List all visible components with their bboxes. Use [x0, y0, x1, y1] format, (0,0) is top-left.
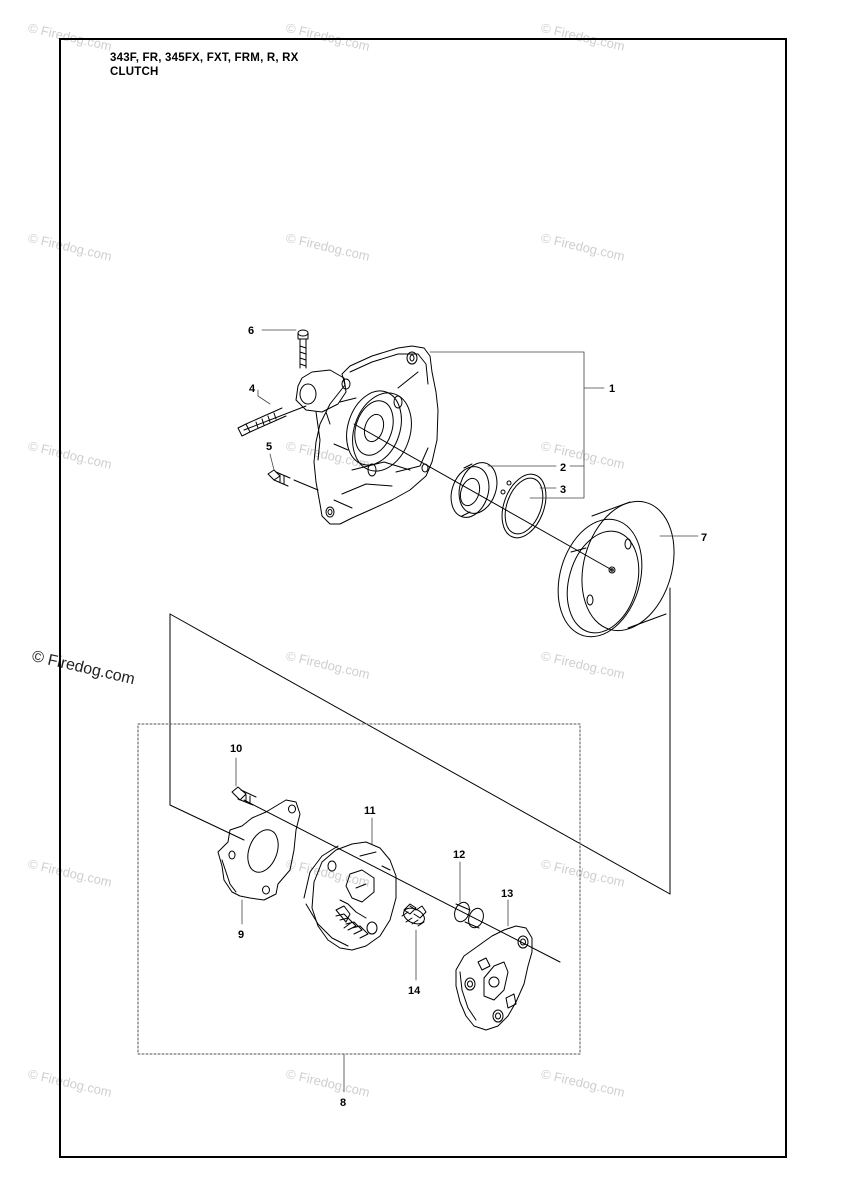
screw-part-5 — [267, 469, 291, 487]
retaining-ring-part-3 — [500, 473, 547, 539]
callout-2: 2 — [560, 462, 566, 474]
plate-part-9 — [217, 799, 301, 901]
callout-14: 14 — [408, 985, 421, 997]
center-lines — [169, 405, 671, 963]
model-list: 343F, FR, 345FX, FXT, FRM, R, RX — [110, 52, 299, 64]
clutch-housing — [295, 345, 439, 525]
screw-part-10 — [231, 786, 257, 806]
diagram-frame — [59, 38, 787, 1158]
callout-1: 1 — [609, 383, 615, 395]
clutch-shoes-part-11 — [303, 841, 397, 951]
screw-part-6 — [297, 329, 309, 369]
screw-part-4 — [237, 407, 287, 437]
callout-leaders — [235, 329, 699, 1093]
callout-9: 9 — [238, 929, 244, 941]
callout-7: 7 — [701, 532, 707, 544]
section-title: CLUTCH — [110, 66, 159, 78]
callout-13: 13 — [501, 888, 513, 900]
plate-part-13 — [455, 925, 533, 1031]
callout-8: 8 — [340, 1097, 346, 1109]
callout-5: 5 — [266, 441, 272, 453]
bearing-part-2 — [450, 462, 498, 518]
callout-6: 6 — [248, 325, 254, 337]
callout-4: 4 — [249, 383, 256, 395]
clutch-drum-part-7 — [557, 500, 675, 638]
callout-10: 10 — [230, 743, 242, 755]
callout-11: 11 — [364, 805, 376, 817]
spring-part-14 — [401, 903, 427, 927]
kit-boundary-box — [137, 723, 581, 1055]
callout-3: 3 — [560, 484, 566, 496]
callout-12: 12 — [453, 849, 465, 861]
